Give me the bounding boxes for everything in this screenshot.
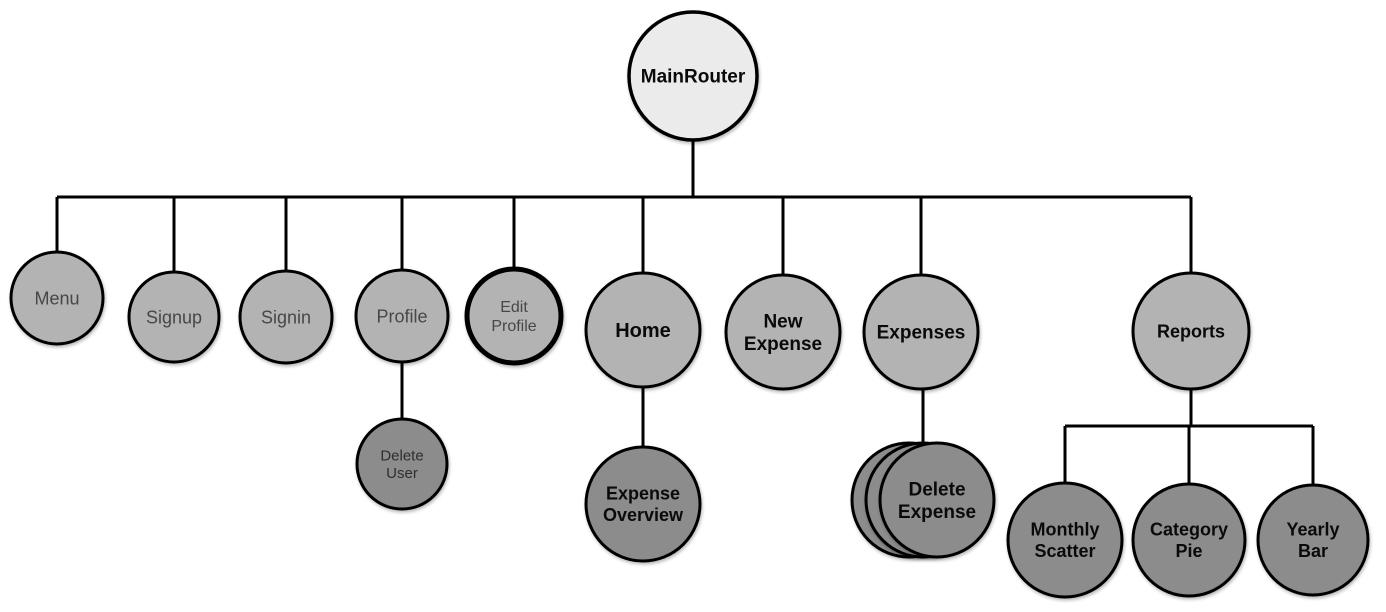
- node-circle-home: [584, 271, 702, 389]
- node-circle-signin: [238, 269, 334, 365]
- node-menu[interactable]: Menu: [9, 250, 105, 346]
- node-label-expenses: Expenses: [877, 323, 966, 344]
- node-circle-edit-profile: [464, 266, 564, 366]
- node-label-signin: Signin: [261, 307, 311, 327]
- node-circle-monthly-scatter: [1006, 481, 1124, 599]
- node-circle-delete-user: [355, 417, 449, 511]
- node-circle-menu: [9, 250, 105, 346]
- node-profile[interactable]: Profile: [354, 268, 450, 364]
- node-circle-delete-expense: [878, 441, 996, 559]
- node-circle-yearly-bar: [1256, 483, 1370, 597]
- node-label-signup: Signup: [146, 307, 202, 327]
- node-circle-signup: [127, 270, 221, 364]
- node-label-home: Home: [615, 320, 671, 342]
- node-home[interactable]: Home: [584, 271, 702, 389]
- node-label-main-router: MainRouter: [641, 67, 746, 88]
- node-circle-profile: [354, 268, 450, 364]
- node-expenses[interactable]: Expenses: [862, 273, 980, 391]
- node-circle-new-expense: [724, 273, 842, 391]
- node-signin[interactable]: Signin: [238, 269, 334, 365]
- node-label-menu: Menu: [34, 288, 79, 308]
- node-circle-expense-overview: [584, 445, 702, 563]
- node-signup[interactable]: Signup: [127, 270, 221, 364]
- node-circle-category-pie: [1131, 482, 1247, 598]
- node-circle-reports: [1131, 271, 1251, 391]
- node-circle-main-router: [627, 10, 759, 142]
- node-circle-expenses: [862, 273, 980, 391]
- edges: [55, 140, 1315, 486]
- node-reports[interactable]: Reports: [1131, 271, 1251, 391]
- node-label-profile: Profile: [376, 306, 427, 326]
- node-main-router[interactable]: MainRouter: [627, 10, 759, 142]
- node-label-reports: Reports: [1157, 321, 1225, 341]
